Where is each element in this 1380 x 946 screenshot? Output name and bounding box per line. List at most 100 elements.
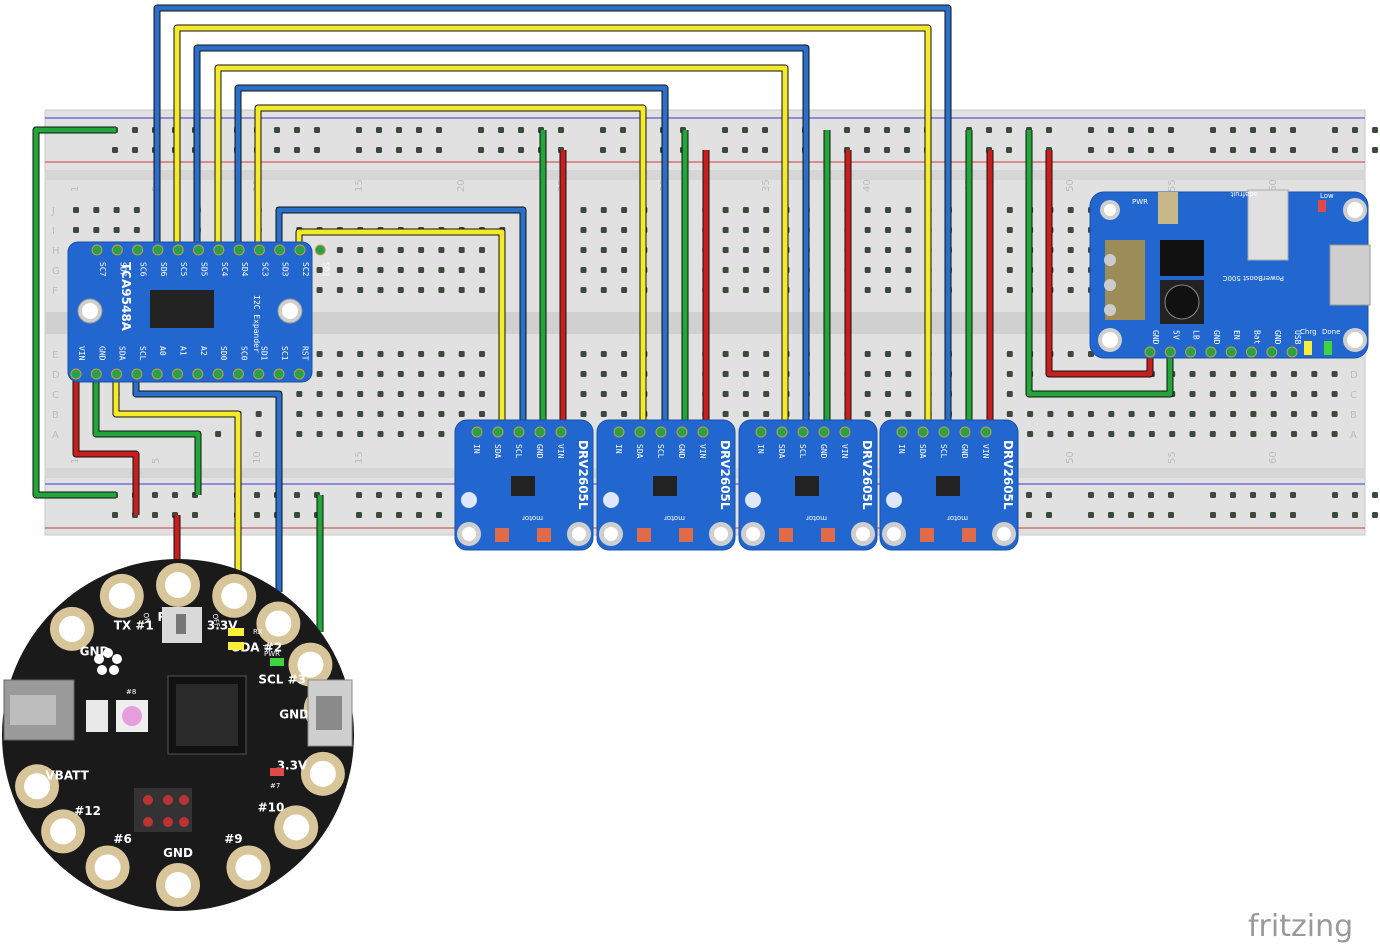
drv-pin[interactable] — [676, 426, 688, 438]
flora-pad-label: SCL #3 — [258, 673, 306, 687]
breadboard-hole — [742, 267, 749, 273]
tca-pin[interactable] — [152, 244, 164, 256]
powerboost-pin[interactable] — [1185, 346, 1197, 358]
breadboard-column-number: 15 — [354, 451, 365, 464]
drv-pin[interactable] — [959, 426, 971, 438]
wire[interactable] — [276, 207, 526, 432]
tca-pin[interactable] — [111, 368, 123, 380]
breadboard-hole — [1128, 411, 1135, 417]
tca-pin[interactable] — [91, 244, 103, 256]
flora-pad[interactable] — [165, 572, 191, 598]
tca-pin[interactable] — [192, 368, 204, 380]
wire[interactable] — [296, 229, 505, 432]
tca-pin[interactable] — [193, 244, 204, 256]
wire[interactable] — [154, 5, 951, 432]
tca-pin[interactable] — [131, 368, 143, 380]
wire[interactable] — [194, 45, 809, 432]
tca-pin[interactable] — [233, 244, 245, 256]
flora-pad[interactable] — [265, 610, 292, 637]
tca-pin[interactable] — [274, 244, 286, 256]
wire[interactable] — [33, 127, 116, 498]
drv-pin[interactable] — [755, 426, 767, 438]
tca-pin[interactable] — [212, 368, 224, 380]
tca-pin[interactable] — [273, 368, 285, 380]
drv-pin[interactable] — [797, 426, 809, 438]
drv-pin[interactable] — [613, 426, 625, 438]
tca-pin[interactable] — [172, 368, 183, 380]
drv-pin[interactable] — [471, 426, 483, 438]
drv-pin[interactable] — [492, 426, 504, 438]
drv-pin[interactable] — [534, 426, 546, 438]
breadboard-hole — [864, 287, 871, 293]
powerboost-pin[interactable] — [1205, 346, 1217, 358]
tca-pin[interactable] — [151, 368, 163, 380]
rail-hole — [172, 492, 178, 498]
flora-pad[interactable] — [221, 582, 248, 609]
flora-pad[interactable] — [58, 615, 85, 642]
breadboard-hole — [1311, 431, 1318, 437]
wire[interactable] — [1026, 130, 1173, 397]
drv-pin[interactable] — [980, 426, 992, 438]
drv-pin[interactable] — [818, 426, 830, 438]
drv-pin[interactable] — [697, 426, 709, 438]
powerboost-pin[interactable] — [1246, 346, 1257, 358]
wire[interactable] — [215, 65, 788, 432]
breadboard-hole — [763, 351, 770, 357]
rail-hole — [1332, 127, 1338, 133]
tca-pin[interactable] — [132, 244, 144, 256]
tca-pin[interactable] — [213, 244, 225, 256]
tca-pin[interactable] — [70, 368, 82, 380]
breadboard-hole — [438, 247, 445, 253]
wire[interactable] — [113, 374, 241, 578]
flora-pad[interactable] — [309, 760, 336, 787]
flora-pad[interactable] — [165, 872, 191, 898]
rail-hole — [498, 147, 504, 153]
tca-pin[interactable] — [294, 244, 306, 256]
tca-pin[interactable] — [172, 244, 184, 256]
rail-hole — [1250, 127, 1256, 133]
flora-pad[interactable] — [50, 818, 77, 845]
wire[interactable] — [133, 374, 282, 592]
tca-pin[interactable] — [232, 368, 244, 380]
powerboost-pin[interactable] — [1286, 346, 1298, 358]
breadboard-hole — [133, 227, 140, 233]
wire[interactable] — [1046, 150, 1153, 377]
breadboard-hole — [600, 411, 607, 417]
flora-pad[interactable] — [283, 814, 310, 841]
wire[interactable] — [174, 25, 931, 432]
rail-hole — [1148, 492, 1154, 498]
wire[interactable] — [93, 374, 201, 495]
tca-pin[interactable] — [253, 244, 265, 256]
tca-pin[interactable] — [90, 368, 102, 380]
flora-pad[interactable] — [24, 773, 51, 800]
powerboost-pin[interactable] — [1144, 346, 1156, 358]
wire[interactable] — [255, 105, 646, 432]
drv-pin[interactable] — [839, 426, 851, 438]
drv-pin[interactable] — [917, 426, 929, 438]
tca-pin[interactable] — [253, 368, 265, 380]
tca-pin[interactable] — [293, 368, 305, 380]
flora-pad[interactable] — [297, 651, 324, 678]
flora-switch-on: ON — [141, 612, 151, 624]
drv-pin[interactable] — [655, 426, 667, 438]
drv-pin[interactable] — [776, 426, 788, 438]
powerboost-pin[interactable] — [1266, 346, 1278, 358]
drv-pin[interactable] — [634, 426, 646, 438]
drv-pin[interactable] — [938, 426, 950, 438]
flora-pad[interactable] — [235, 854, 262, 881]
breadboard-row-letter: D — [52, 370, 60, 381]
drv-pin[interactable] — [896, 426, 908, 438]
flora-pad[interactable] — [108, 582, 135, 609]
rail-hole — [254, 512, 260, 518]
drv-pin[interactable] — [555, 426, 567, 438]
tca-pin[interactable] — [111, 244, 123, 256]
powerboost-pin[interactable] — [1225, 346, 1237, 358]
wire[interactable] — [235, 85, 668, 432]
powerboost-pin[interactable] — [1164, 346, 1176, 358]
tca-pin[interactable] — [314, 244, 326, 256]
wire[interactable] — [73, 374, 139, 515]
flora-pad[interactable] — [94, 854, 121, 881]
drv-pin[interactable] — [513, 426, 525, 438]
